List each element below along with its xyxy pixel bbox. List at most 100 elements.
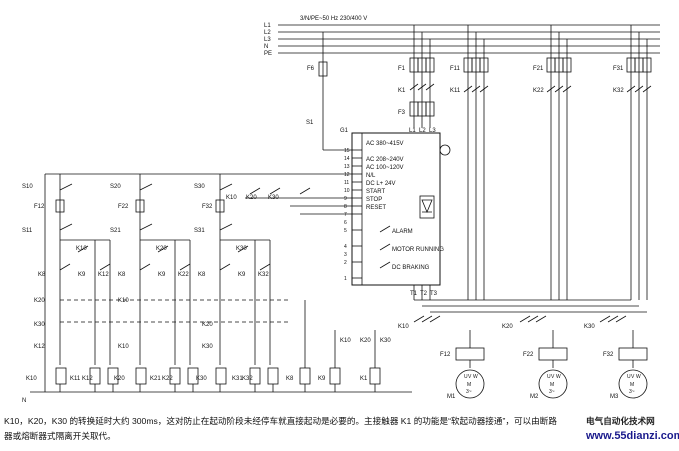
coil-k9: K9: [318, 376, 326, 382]
row-fuse-f32: F32: [202, 204, 213, 210]
m1-symbol: M: [467, 382, 471, 388]
contact-k22-side: K22: [178, 272, 189, 278]
g1-terminal-7: 7: [344, 212, 347, 218]
g1-terminal-11: 11: [344, 180, 349, 186]
g1-terminal-1: 1: [344, 276, 347, 282]
g1-terminal-14: 14: [344, 156, 350, 162]
mid-contact-k20-a: K20: [34, 298, 45, 304]
top-contact-k30: K30: [268, 195, 279, 201]
overload-f32: F32: [603, 352, 614, 358]
g1-label-running: MOTOR RUNNING: [392, 247, 444, 253]
g1-label-nl: N/L: [366, 173, 376, 179]
contact-k8-a: K8: [38, 272, 46, 278]
coil-k20: K20: [114, 376, 125, 382]
g1-terminal-15: 15: [344, 148, 350, 154]
g1-output-t2: T2: [420, 291, 428, 297]
contactor-k32-label: K32: [613, 88, 624, 94]
g1-terminal-2: 2: [344, 260, 347, 266]
mid-contact-k30-a: K30: [34, 322, 45, 328]
bus-n-label: N: [264, 44, 268, 50]
fuse-f1-label: F1: [398, 66, 406, 72]
coil-k12: K12: [82, 376, 93, 382]
start-button-s20: S20: [110, 184, 121, 190]
bus-l3-label: L3: [264, 37, 271, 43]
top-contact-k10: K10: [226, 195, 237, 201]
coil-k21: K21: [150, 376, 161, 382]
m2-phase: 3~: [549, 389, 555, 395]
fuse-f21-label: F21: [533, 66, 544, 72]
g1-label-dc24: DC L+ 24V: [366, 181, 396, 187]
self-contact-k30: K30: [236, 246, 247, 252]
overload-f12: F12: [440, 352, 451, 358]
stop-button-s21: S21: [110, 228, 121, 234]
m2-terminal-w: W: [556, 374, 561, 380]
neutral-n-label: N: [22, 398, 26, 404]
m1-terminal-v: V: [468, 374, 472, 380]
g1-label-ac208: AC 208~240V: [366, 157, 404, 163]
g1-terminal-3: 3: [344, 252, 347, 258]
supply-label: 3/N/PE~50 Hz 230/400 V: [300, 16, 367, 22]
g1-terminal-8: 8: [344, 204, 347, 210]
contact-k32-side: K32: [258, 272, 269, 278]
g1-output-t1: T1: [410, 291, 418, 297]
m3-phase: 3~: [629, 389, 635, 395]
g1-label-braking: DC BRAKING: [392, 265, 430, 271]
g1-terminal-5: 5: [344, 228, 347, 234]
row-fuse-f22: F22: [118, 204, 129, 210]
contact-k9-a: K9: [78, 272, 86, 278]
contact-k8-c: K8: [198, 272, 206, 278]
g1-terminal-6: 6: [344, 220, 347, 226]
g1-label-alarm: ALARM: [392, 229, 413, 235]
motor-m3-label: M3: [610, 394, 619, 400]
g1-contact-k20: K20: [360, 338, 371, 344]
mid-contact-k10-a: K10: [118, 298, 129, 304]
contact-k8-b: K8: [118, 272, 126, 278]
coil-k11: K11: [70, 376, 81, 382]
g1-terminal-12: 12: [344, 172, 350, 178]
contact-k12-side: K12: [98, 272, 109, 278]
bus-l1-label: L1: [264, 23, 271, 29]
wiring-diagram: 3/N/PE~50 Hz 230/400 V L1 L2 L3 N PE F6 …: [22, 16, 660, 404]
g1-terminal-13: 13: [344, 164, 350, 170]
coil-k8: K8: [286, 376, 294, 382]
m1-terminal-u: U: [464, 374, 468, 380]
m1-phase: 3~: [466, 389, 472, 395]
m2-terminal-v: V: [551, 374, 555, 380]
m3-symbol: M: [630, 382, 634, 388]
overload-f22: F22: [523, 352, 534, 358]
m3-terminal-v: V: [631, 374, 635, 380]
g1-terminal-10: 10: [344, 188, 350, 194]
g1-contact-k10: K10: [340, 338, 351, 344]
motor-contact-k30: K30: [584, 324, 595, 330]
g1-label-reset: RESET: [366, 205, 386, 211]
coil-k10: K10: [26, 376, 37, 382]
m3-terminal-w: W: [636, 374, 641, 380]
bus-pe-label: PE: [264, 51, 272, 57]
coil-k22: K22: [162, 376, 173, 382]
g1-label: G1: [340, 128, 349, 134]
g1-label-ac100: AC 100~120V: [366, 165, 404, 171]
g1-terminal-l3: L3: [429, 128, 436, 134]
contactor-k1-label: K1: [398, 88, 406, 94]
motor-m1-label: M1: [447, 394, 456, 400]
motor-contact-k10: K10: [398, 324, 409, 330]
mid-contact-k20-b: K20: [202, 322, 213, 328]
brand-block: 电气自动化技术网 www.55dianzi.com: [586, 414, 679, 444]
bus-l2-label: L2: [264, 30, 271, 36]
fuse-f11-label: F11: [450, 66, 461, 72]
g1-output-t3: T3: [430, 291, 438, 297]
contactor-k22-label: K22: [533, 88, 544, 94]
stop-button-s11: S11: [22, 228, 33, 234]
contact-k9-c: K9: [238, 272, 246, 278]
contactor-k11-label: K11: [450, 88, 461, 94]
top-contact-k20: K20: [246, 195, 257, 201]
mid-contact-k30-b: K30: [202, 344, 213, 350]
m3-terminal-u: U: [627, 374, 631, 380]
contact-k9-b: K9: [158, 272, 166, 278]
site-url: www.55dianzi.com: [586, 430, 679, 442]
fuse-f3-label: F3: [398, 110, 406, 116]
g1-label-stop: STOP: [366, 197, 382, 203]
mid-contact-k10-b: K10: [118, 344, 129, 350]
g1-label-start: START: [366, 189, 385, 195]
switch-s1-label: S1: [306, 120, 314, 126]
